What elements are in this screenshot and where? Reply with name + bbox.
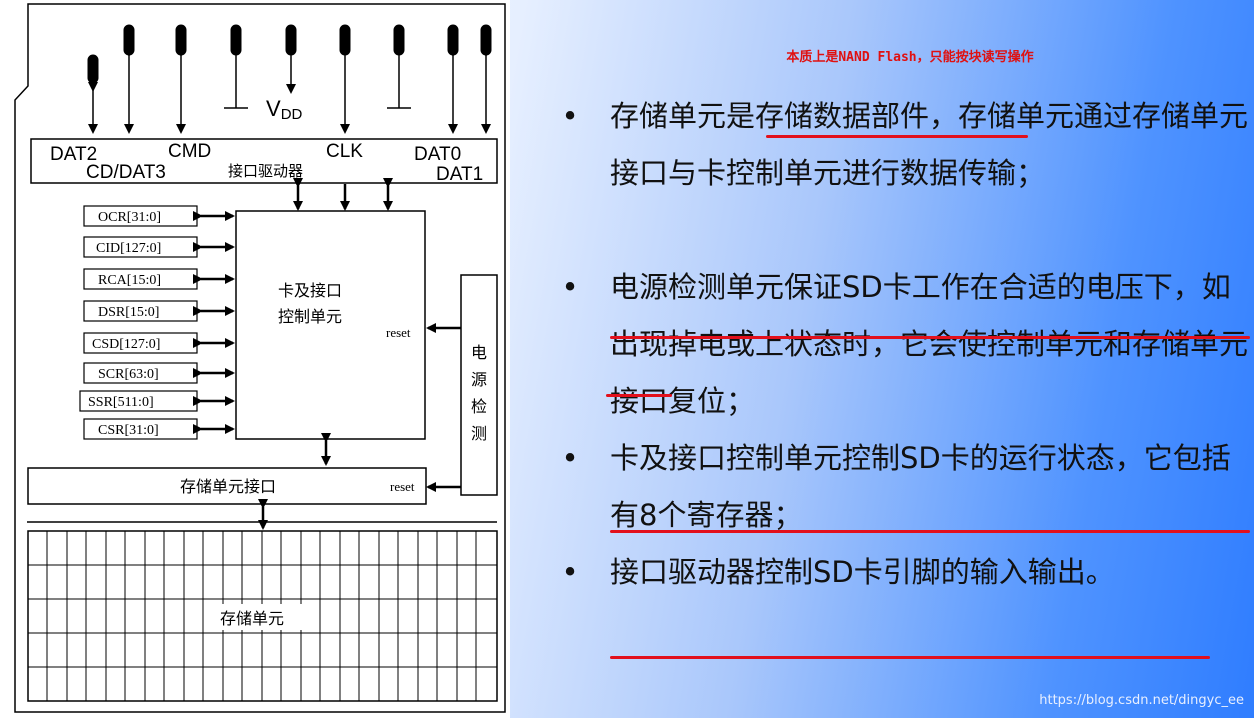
bullet-item: • 卡及接口控制单元控制SD卡的运行状态，它包括有8个寄存器； (560, 430, 1250, 544)
bullet-text-power: 电源检测单元保证SD卡工作在合适的电压下，如出现掉电或上状态时，它会使控制单元和… (610, 270, 1249, 418)
bullet-text-storage: 存储单元是存储数据部件，存储单元通过存储单元接口与卡控制单元进行数据传输； (610, 99, 1249, 190)
bullet-text-driver: 接口驱动器控制SD卡引脚的输入输出。 (610, 555, 1115, 589)
pin-label-cmd: CMD (168, 141, 211, 162)
control-unit-label-2: 控制单元 (278, 307, 342, 326)
bullet-dot: • (561, 270, 579, 304)
control-unit-label-1: 卡及接口 (278, 281, 342, 300)
bullet-dot: • (561, 441, 579, 475)
power-detect-char-3: 检 (471, 397, 487, 416)
register-csd-label: CSD[127:0] (92, 337, 160, 352)
power-detect-char-4: 测 (471, 424, 487, 443)
bullet-item: • 接口驱动器控制SD卡引脚的输入输出。 (560, 544, 1250, 601)
pin-label-vdd: VDD (266, 96, 303, 123)
register-ssr-label: SSR[511:0] (88, 395, 154, 410)
pin-label-clk: CLK (326, 141, 363, 162)
power-detect-char-1: 电 (471, 343, 487, 362)
underline-power-1 (610, 336, 1250, 339)
storage-grid (27, 530, 498, 702)
watermark: https://blog.csdn.net/dingyc_ee (1039, 693, 1244, 708)
pin-wires (88, 47, 491, 134)
driver-arrows (293, 178, 393, 211)
bullet-item: • 存储单元是存储数据部件，存储单元通过存储单元接口与卡控制单元进行数据传输； (560, 88, 1250, 259)
pin-label-dat1: DAT1 (436, 164, 483, 185)
control-unit-reset-label: reset (386, 325, 411, 340)
reset-arrows (426, 323, 461, 492)
pin-label-cd-dat3: CD/DAT3 (86, 162, 166, 183)
pin-label-dat0: DAT0 (414, 144, 461, 165)
underline-driver (610, 656, 1210, 659)
underline-control (610, 530, 1250, 533)
pins (87, 24, 492, 84)
register-cid-label: CID[127:0] (96, 241, 161, 256)
storage-interface-box (27, 467, 427, 505)
register-csr-label: CSR[31:0] (98, 423, 159, 438)
storage-interface-label: 存储单元接口 (180, 477, 276, 496)
register-dsr-label: DSR[15:0] (98, 305, 159, 320)
underline-power-2 (606, 394, 672, 397)
register-rca-label: RCA[15:0] (98, 273, 161, 288)
sd-card-diagram: DAT2 CD/DAT3 CMD VDD CLK DAT0 DAT1 接口驱动器… (14, 3, 506, 713)
power-detect-char-2: 源 (471, 370, 487, 389)
register-scr-label: SCR[63:0] (98, 367, 159, 382)
storage-unit-label: 存储单元 (220, 609, 284, 628)
pin-label-dat2: DAT2 (50, 144, 97, 165)
underline-storage (766, 135, 1028, 138)
nand-flash-note: 本质上是NAND Flash，只能按块读写操作 (786, 50, 1034, 65)
interface-driver-box (30, 138, 498, 184)
storage-interface-reset-label: reset (390, 479, 415, 494)
bullet-item: • 电源检测单元保证SD卡工作在合适的电压下，如出现掉电或上状态时，它会使控制单… (560, 259, 1250, 430)
card-outline (14, 3, 506, 713)
register-ocr-label: OCR[31:0] (98, 210, 161, 225)
storage-unit-label-bg (214, 604, 306, 630)
power-detect-box (460, 274, 498, 496)
register-arrows (193, 211, 235, 434)
bullet-dot: • (561, 99, 579, 133)
bullet-dot: • (561, 555, 579, 589)
bullet-text-control: 卡及接口控制单元控制SD卡的运行状态，它包括有8个寄存器； (610, 441, 1231, 532)
interface-driver-label: 接口驱动器 (228, 162, 303, 180)
bullet-list: • 存储单元是存储数据部件，存储单元通过存储单元接口与卡控制单元进行数据传输； … (560, 88, 1250, 601)
